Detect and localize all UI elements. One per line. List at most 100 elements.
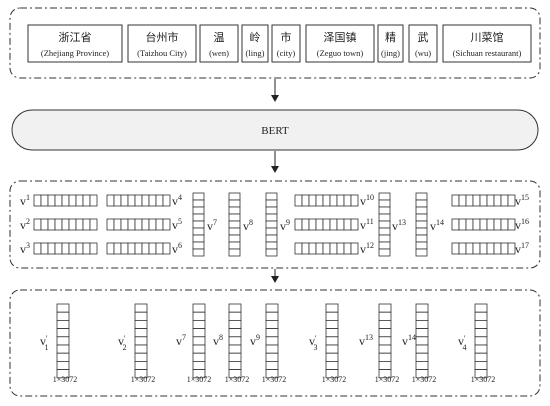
- vector-cells-horizontal: [106, 218, 171, 231]
- vector-base: v: [243, 219, 249, 233]
- vector-base: v: [207, 219, 213, 233]
- vector-label: v9: [280, 218, 290, 233]
- vector-label: v11: [360, 217, 374, 232]
- vector-cell: [56, 336, 70, 346]
- vector-cell: [415, 220, 428, 229]
- vector-base: v: [40, 334, 46, 348]
- vector-cell: [228, 227, 241, 236]
- vector-cell: [228, 319, 242, 329]
- vector-cell: [294, 218, 303, 231]
- vector-base: v: [402, 334, 408, 348]
- vector-label: v15: [515, 193, 529, 208]
- vector-cell: [415, 199, 428, 208]
- vector-base: v: [392, 219, 398, 233]
- token-chinese: 精: [385, 31, 396, 44]
- vector-cell: [192, 369, 206, 379]
- token-english: (Zeguo town): [317, 48, 364, 58]
- vector-prime: ': [46, 334, 48, 343]
- vector-base: v: [515, 218, 521, 232]
- vector-cells-horizontal: [451, 218, 516, 231]
- vector-prime: ': [124, 334, 126, 343]
- vector-cell: [89, 194, 98, 207]
- vector-cell: [134, 344, 148, 354]
- bert-block: BERT: [11, 109, 539, 151]
- fused-vector: v'41×3072: [458, 303, 495, 384]
- vector-cell: [350, 242, 359, 255]
- vector-index: 14: [408, 333, 416, 342]
- vector-cell: [265, 328, 279, 338]
- vector-cell: [308, 218, 317, 231]
- token-chinese: 浙江省: [59, 31, 92, 44]
- vector-cell: [134, 194, 143, 207]
- vector-cell: [507, 218, 516, 231]
- vector-cell: [134, 352, 148, 362]
- vector-cell: [54, 218, 63, 231]
- vector-cell: [265, 369, 279, 379]
- vector-cell: [415, 241, 428, 250]
- vector-cells-horizontal: [106, 194, 171, 207]
- vector-cell: [479, 194, 488, 207]
- vector-cell: [134, 328, 148, 338]
- token-chinese: 温: [214, 31, 225, 44]
- vector-cell: [415, 206, 428, 215]
- vector-label: v13: [359, 333, 373, 348]
- token-frame: [408, 24, 438, 63]
- vector-label: v4: [172, 193, 182, 208]
- vector-cell: [301, 194, 310, 207]
- vector-cells-horizontal: [294, 218, 359, 231]
- vector-cell: [315, 194, 324, 207]
- vector-cell: [294, 194, 303, 207]
- vector-index: 8: [249, 218, 253, 227]
- vector-cell: [265, 192, 278, 201]
- vector-cell: [451, 242, 460, 255]
- fused-vectors: v'11×3072v'21×3072v71×3072v81×3072v91×30…: [40, 303, 495, 384]
- vector-base: v: [20, 242, 26, 256]
- vector-cell: [329, 218, 338, 231]
- vector-index: 11: [366, 217, 374, 226]
- vector-cell: [472, 242, 481, 255]
- fused-vector: v'11×3072: [40, 303, 77, 384]
- vector-cell: [378, 199, 391, 208]
- vector-cell: [106, 218, 115, 231]
- vector-cell: [265, 303, 279, 313]
- vector-cell: [228, 206, 241, 215]
- token-frame: [377, 24, 404, 63]
- vector-cell: [493, 218, 502, 231]
- vector-cell: [472, 194, 481, 207]
- vector-cell: [120, 242, 129, 255]
- vector-base: v: [360, 218, 366, 232]
- token-frame: [127, 24, 197, 63]
- vector-base: v: [515, 194, 521, 208]
- fused-vector: v81×3072: [213, 303, 249, 384]
- vector-cell: [308, 242, 317, 255]
- vector-base: v: [359, 334, 365, 348]
- vector-base: v: [176, 334, 182, 348]
- vector-index: 1: [26, 193, 30, 202]
- vector-cell: [415, 344, 429, 354]
- vector-label: v3: [20, 241, 30, 256]
- vector-cell: [315, 242, 324, 255]
- vector-index: 5: [178, 217, 182, 226]
- vector-cell: [192, 352, 206, 362]
- vector-base: v: [515, 242, 521, 256]
- vector-label: v'1: [40, 334, 48, 352]
- vector-cell: [148, 194, 157, 207]
- vector-base: v: [430, 219, 436, 233]
- vector-label: v7: [176, 333, 186, 348]
- vector-cell: [378, 360, 392, 370]
- vector-cell: [378, 352, 392, 362]
- vector-label: v13: [392, 218, 406, 233]
- vector-cell: [141, 194, 150, 207]
- vector-cell: [336, 218, 345, 231]
- vector-dimension: 1×3072: [131, 375, 156, 384]
- vector-cell: [89, 242, 98, 255]
- vector-cell: [378, 344, 392, 354]
- vector-cell: [500, 194, 509, 207]
- vector-index: 3: [313, 343, 317, 352]
- vector-cell: [486, 242, 495, 255]
- token-chinese: 武: [418, 31, 429, 44]
- vector-cell: [465, 218, 474, 231]
- vector-cell: [265, 319, 279, 329]
- vector-cell: [507, 242, 516, 255]
